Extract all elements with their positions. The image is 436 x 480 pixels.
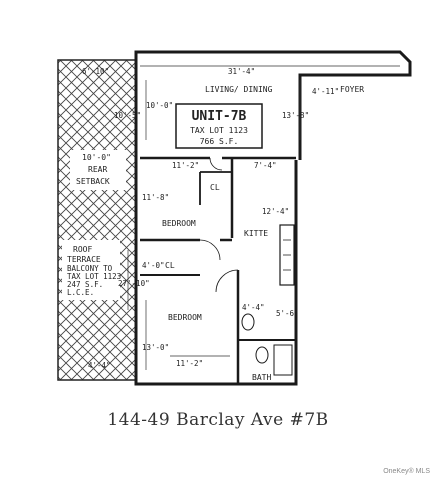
setback-label-3: SETBACK: [76, 177, 110, 186]
room-label-closet-2: CL: [165, 261, 175, 270]
dim-terrace-length: 27'-10": [118, 279, 150, 288]
dim-bed1-width: 11'-2": [172, 161, 199, 170]
terrace-label-1: ROOF: [73, 245, 92, 254]
dimension-lines: [127, 65, 400, 370]
room-label-bedroom-1: BEDROOM: [162, 219, 196, 228]
dim-living-width: 31'-4": [228, 67, 255, 76]
terrace-label-2: TERRACE: [67, 255, 101, 264]
dim-terrace-bottom: 4'-4": [88, 361, 111, 370]
room-label-living-dining: LIVING/ DINING: [205, 85, 273, 94]
dim-bed1-depth: 11'-8": [142, 193, 169, 202]
terrace-label-5: 247 S.F.: [67, 280, 103, 289]
setback-label-1: 10'-0": [82, 153, 111, 162]
dim-bed2-depth: 13'-0": [142, 343, 169, 352]
terrace-label-4: TAX LOT 1123: [67, 272, 121, 281]
terrace-label-3: BALCONY TO: [67, 264, 113, 273]
floor-plan: UNIT-7B TAX LOT 1123 766 S.F. LIVING/ DI…: [57, 50, 412, 386]
watermark: OneKey® MLS: [383, 468, 430, 475]
dim-side-2: 10'-0": [146, 101, 173, 110]
roof-terrace: [57, 59, 137, 381]
dim-foyer-depth: 4'-11": [312, 87, 339, 96]
dim-living-depth: 13'-8": [282, 111, 309, 120]
dim-bath-width: 4'-4": [242, 303, 265, 312]
unit-walls: [134, 50, 412, 386]
terrace-label-6: L.C.E.: [67, 288, 94, 297]
setback-label-2: REAR: [88, 165, 107, 174]
dim-bed2-width: 11'-2": [176, 359, 203, 368]
dim-terrace-width: 6'-10": [82, 67, 109, 76]
unit-name: UNIT-7B: [192, 109, 247, 124]
room-label-kitchen: KITTE: [244, 229, 268, 238]
tax-lot-label: TAX LOT 1123: [190, 126, 248, 135]
unit-label-box: [175, 103, 263, 149]
room-label-closet: CL: [210, 183, 220, 192]
room-label-bath: BATH: [252, 373, 271, 382]
dim-kitchen-width: 7'-4": [254, 161, 277, 170]
room-label-foyer: FOYER: [340, 85, 364, 94]
address-caption: 144-49 Barclay Ave #7B: [107, 410, 329, 430]
dim-side-1: 10'-5": [114, 111, 141, 120]
room-label-bedroom-2: BEDROOM: [168, 313, 202, 322]
unit-area: 766 S.F.: [200, 137, 239, 146]
dim-kitchen-depth: 12'-4": [262, 207, 289, 216]
dim-bath-depth: 5'-6": [276, 309, 299, 318]
dim-closet-depth: 4'-0": [142, 261, 165, 270]
